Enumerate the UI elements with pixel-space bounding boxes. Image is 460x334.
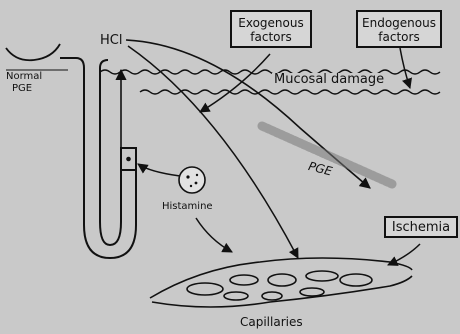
- gland-inner-wall: [100, 68, 121, 245]
- endogenous-factors-box: Endogenous factors: [356, 10, 442, 48]
- endogenous-arrow: [400, 48, 410, 88]
- normal-curve-icon: [6, 44, 60, 60]
- endogenous-line1: Endogenous: [358, 16, 440, 30]
- histamine-to-parietal-arrow: [138, 164, 180, 176]
- normal-label: Normal: [6, 72, 42, 82]
- gland-top-left-lip: [60, 58, 84, 68]
- ischemia-box: Ischemia: [384, 216, 458, 238]
- histamine-cell: [179, 167, 205, 193]
- mucosal-surface-upper: [100, 70, 440, 74]
- mucosal-surface-lower: [140, 90, 440, 94]
- histamine-label: Histamine: [162, 202, 213, 212]
- pge-left-label: PGE: [12, 84, 32, 94]
- exogenous-factors-box: Exogenous factors: [230, 10, 312, 48]
- mucosal-damage-label: Mucosal damage: [272, 73, 386, 86]
- capillaries-label: Capillaries: [240, 316, 303, 328]
- exogenous-line1: Exogenous: [232, 16, 310, 30]
- histamine-to-capillary-arrow: [196, 218, 232, 252]
- capillary-network: [150, 258, 412, 307]
- ischemia-label: Ischemia: [386, 220, 456, 236]
- endogenous-line2: factors: [358, 30, 440, 44]
- gland-outer-wall: [84, 68, 136, 258]
- hcl-label: HCl: [100, 34, 122, 47]
- gland-top-right-lip: [100, 60, 108, 68]
- exogenous-line2: factors: [232, 30, 310, 44]
